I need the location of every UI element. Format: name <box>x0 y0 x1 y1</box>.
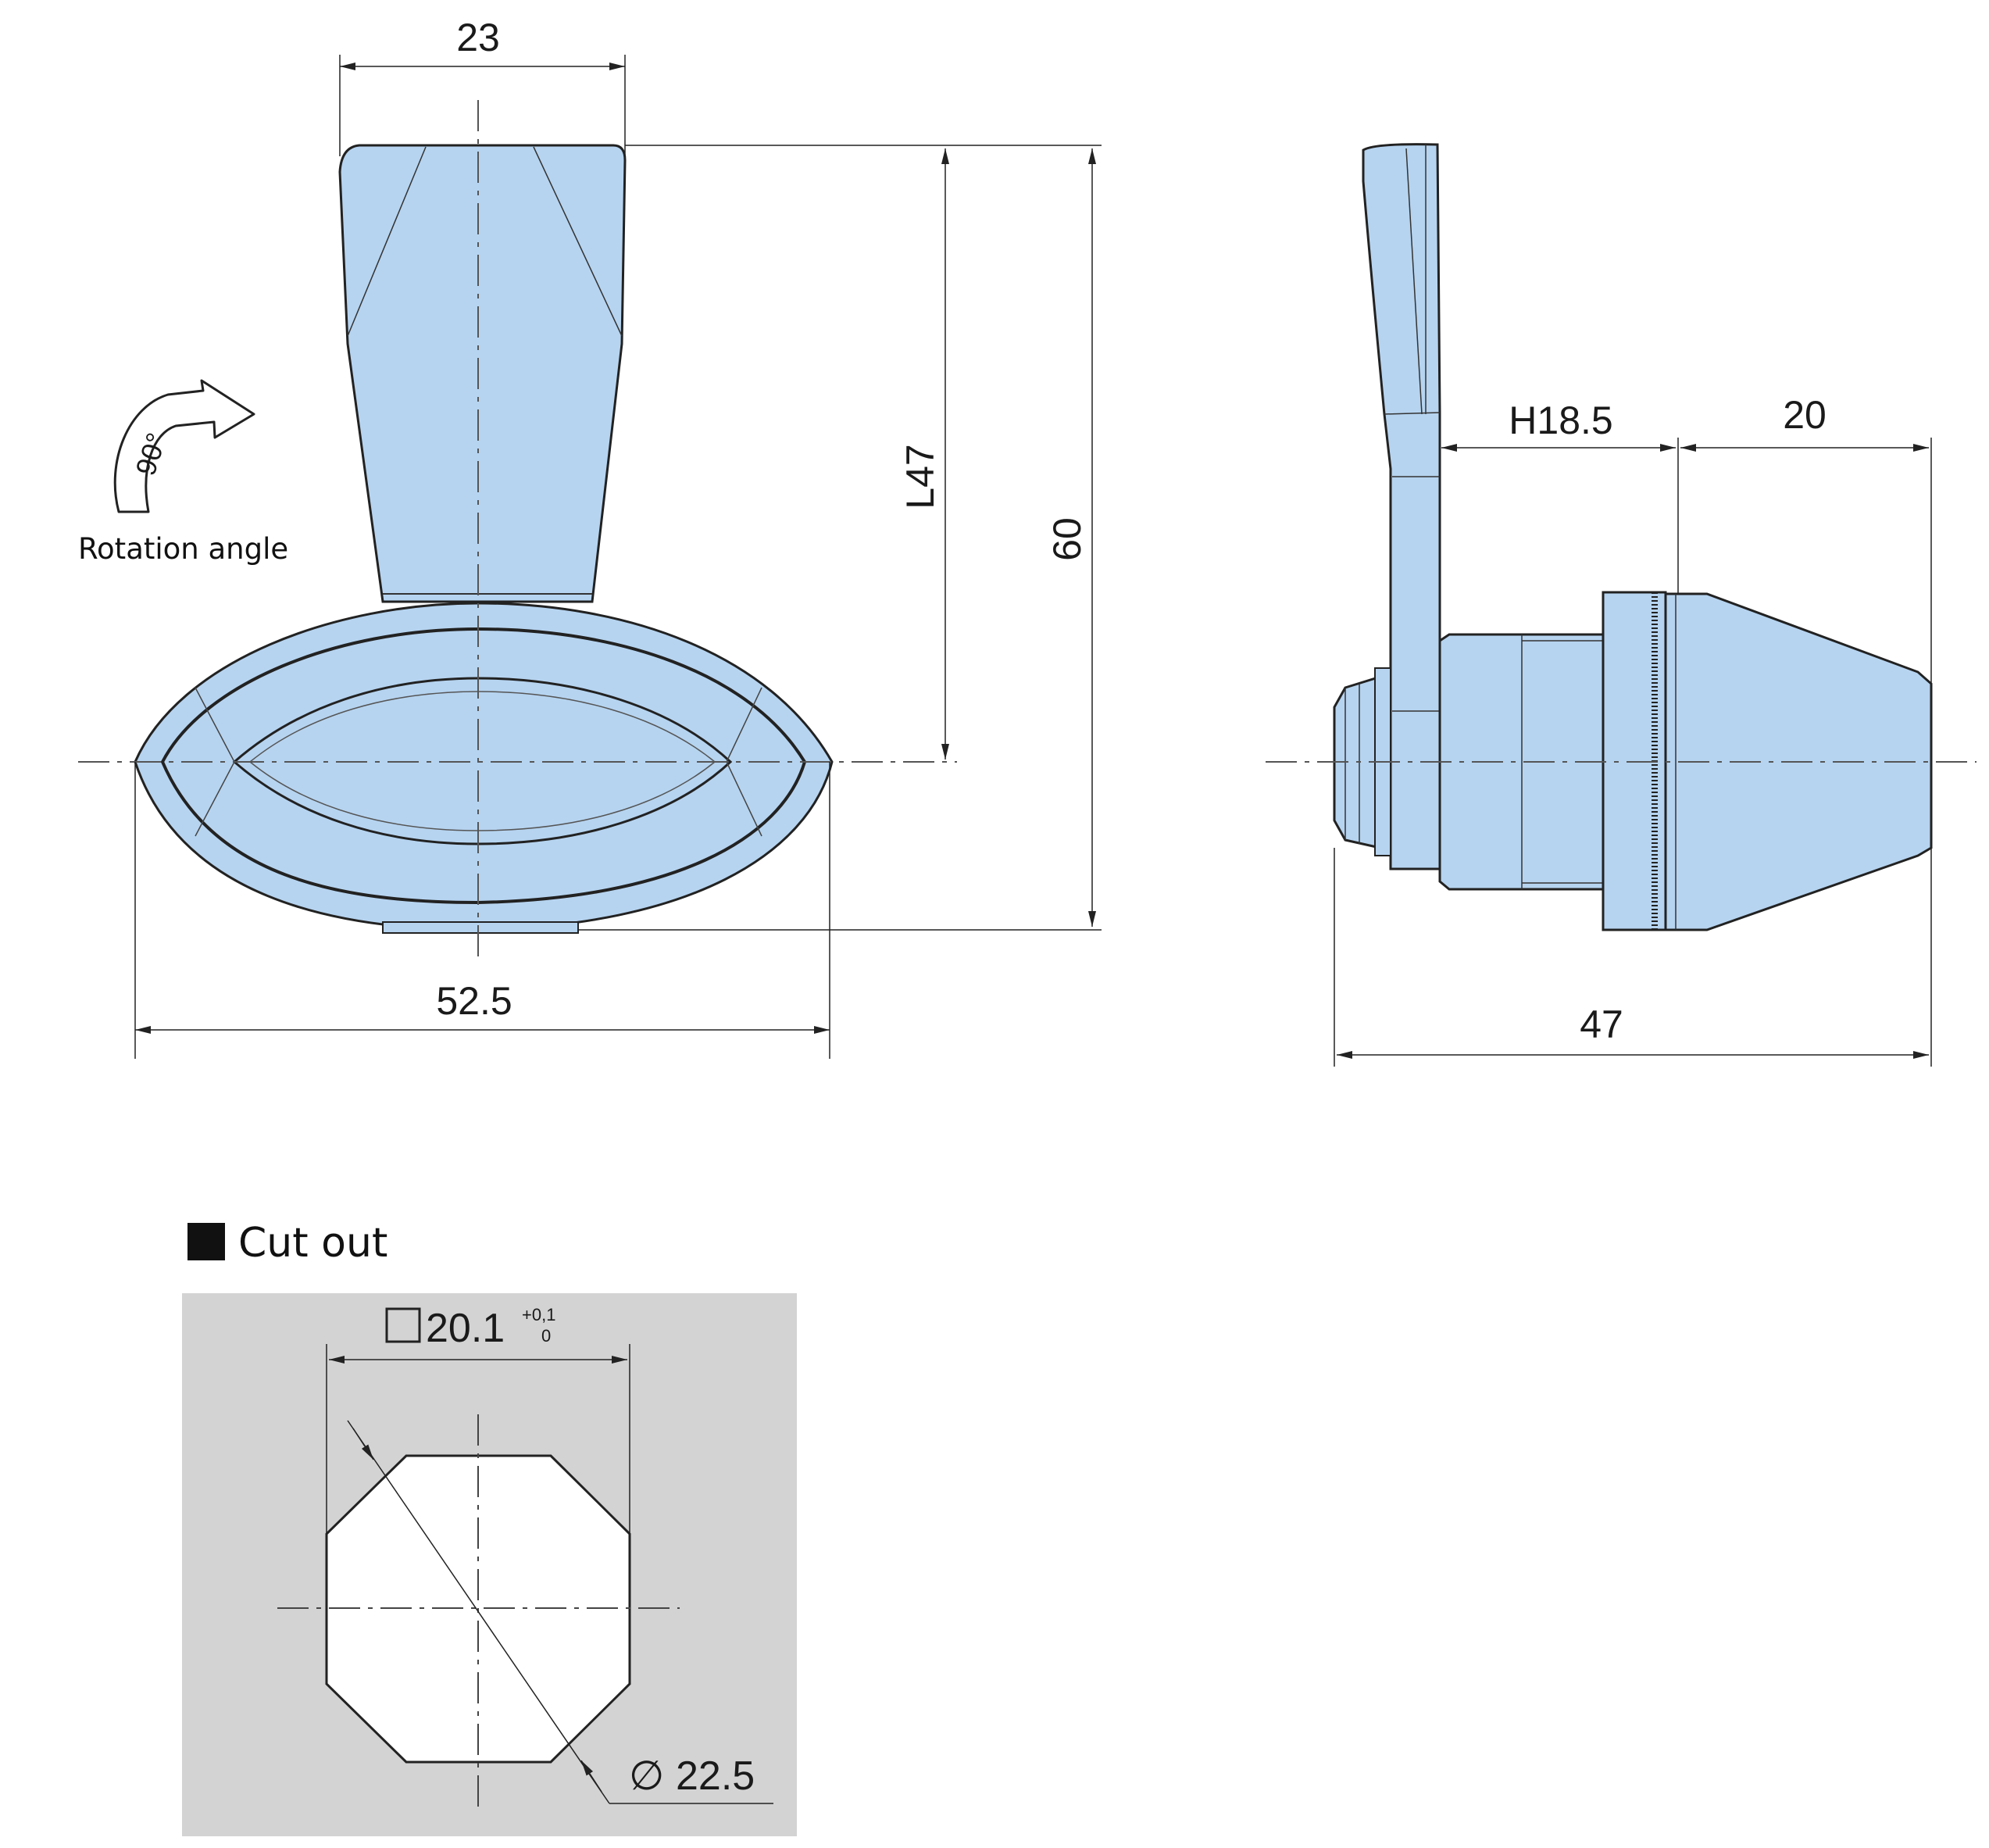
lever-edge-lines <box>347 146 623 337</box>
dim-body-length: 20 <box>1783 393 1827 437</box>
cutout-square-size: 20.1 <box>426 1306 505 1351</box>
dim-width-bottom: 52.5 <box>436 979 512 1023</box>
rotation-arrow-icon <box>113 379 255 513</box>
dim-total-length: 47 <box>1580 1003 1623 1046</box>
cutout-title: Cut out <box>238 1220 387 1267</box>
rotation-indicator: 90° Rotation angle <box>78 379 288 566</box>
lever-handle <box>338 144 627 603</box>
base-foot <box>382 921 579 934</box>
cutout-section: Cut out 20.1 +0,1 0 ∅ 22.5 <box>182 1220 797 1836</box>
side-view: H18.5 20 47 <box>1266 143 1977 1067</box>
section-bullet-icon <box>187 1223 225 1260</box>
rotation-caption: Rotation angle <box>78 532 288 566</box>
dim-width-top: 23 <box>456 16 500 59</box>
cutout-tolerance-upper: +0,1 <box>522 1305 555 1324</box>
side-lever <box>1362 143 1441 870</box>
cutout-diameter-symbol: ∅ <box>629 1753 664 1799</box>
dim-lever-length: L47 <box>898 444 942 509</box>
square-symbol-icon <box>385 1307 421 1343</box>
dim-line-diameter <box>347 1420 610 1804</box>
dim-total-height: 60 <box>1045 517 1089 561</box>
cutout-tolerance-lower: 0 <box>541 1326 551 1346</box>
dim-handle-height: H18.5 <box>1509 399 1612 442</box>
cutout-diameter: 22.5 <box>676 1753 755 1799</box>
front-view: 23 L47 60 52.5 <box>78 16 1102 1059</box>
